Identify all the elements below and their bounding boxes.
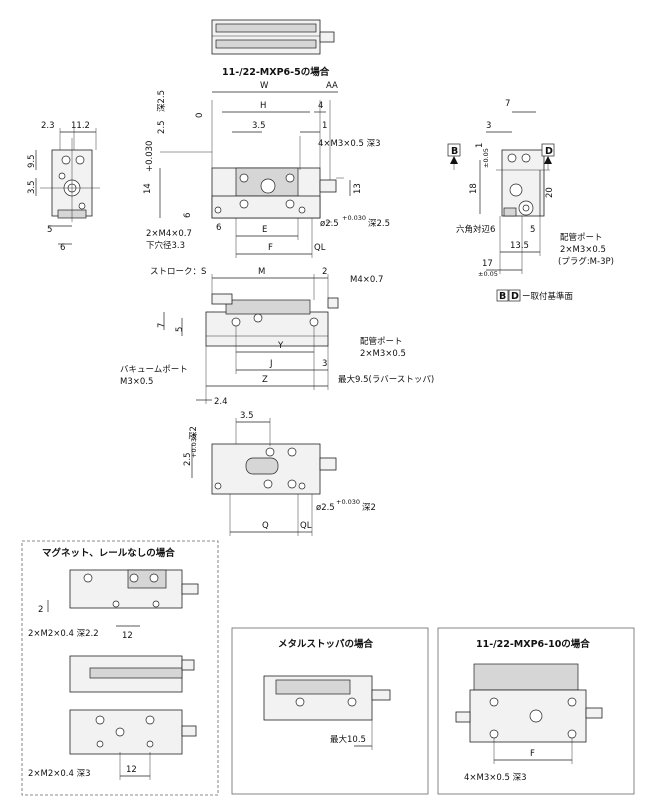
vacuum-port: バキュームポート [120,365,188,375]
main-front-view [159,91,351,258]
port-m3-right: 2×M3×0.5 [560,245,606,255]
dim-6b: 6 [216,223,221,233]
dim-3-5-bottom: 3.5 [240,411,254,421]
pin-hole-bottom: ø2.5 [316,503,335,513]
pin-hole-deep: 深2.5 [368,219,390,229]
dim-5-right: 5 [530,225,535,235]
legend-D: D [511,291,519,302]
port-m3-mid: 2×M3×0.5 [360,349,406,359]
legend-text: ー取付基準面 [522,291,574,302]
dim-1-tol: 1 [475,143,485,148]
dim-QL: QL [314,243,326,253]
dim-17-tol: ±0.05 [478,270,498,278]
right-end-view [447,111,555,274]
hex-6: 六角対辺6 [456,224,495,235]
heading-magnet-no-rail: マグネット、レールなしの場合 [42,547,175,559]
magnet-views [47,569,199,780]
dim-F-mxp6-10: F [530,749,535,759]
dim-12-a: 12 [122,631,133,641]
dim-13: 13 [353,183,363,194]
dim-2-magnet: 2 [38,605,43,615]
dim-7: 7 [505,99,510,109]
max-9-5-rubber-stopper: 最大9.5(ラバーストッパ) [338,374,434,385]
port-plug: (プラグ:M-3P) [558,256,614,267]
datum-D: D [545,146,553,157]
stroke-label: ストローク：S [150,267,206,277]
box-magnet-no-rail [21,540,219,796]
metal-stopper-view [263,675,391,750]
tap-M4: M4×0.7 [350,275,383,285]
dim-3-mid: 3 [322,359,327,369]
heading-mxp6-10: 11-/22-MXP6-10の場合 [476,638,590,650]
dim-2-3: 2.3 [41,121,55,131]
vacuum-port-m3: M3×0.5 [120,377,153,387]
dim-tol-upper: +0.030 [145,141,155,172]
dim-4: 4 [318,101,323,111]
tap-4xM3: 4×M3×0.5 深3 [318,139,381,149]
dim-deep-2-bottom: 深2 [189,426,199,440]
dim-5: 5 [47,225,52,235]
dim-12-b: 12 [126,765,137,775]
pin-hole: ø2.5 [320,219,339,229]
dim-H: H [260,101,266,111]
dim-18: 18 [469,183,479,194]
heading-mxp6-5: 11-/22-MXP6-5の場合 [222,66,330,78]
legend-B: B [499,291,506,302]
dim-3: 3 [486,121,491,131]
dim-2-5-bottom: 2.5 [183,452,193,466]
dim-14: 14 [143,183,153,194]
dim-E: E [262,225,267,235]
dim-2-mid: 2 [322,267,327,277]
bottom-view [191,418,337,536]
port-label-right: 配管ポート [560,232,603,243]
dim-9-5: 9.5 [27,154,37,168]
pin-hole-bottom-deep: 深2 [362,503,376,513]
tap-2xM2-deep3: 2×M2×0.4 深3 [28,769,91,779]
dim-1-tol-value: ±0.05 [482,148,490,168]
tap-4xM3-mxp6-10: 4×M3×0.5 深3 [464,773,527,783]
dim-AA: AA [326,81,338,91]
middle-side-view [163,274,339,404]
dim-J: J [269,359,273,369]
max-10-5: 最大10.5 [330,734,366,745]
tap-2xM4: 2×M4×0.7 [146,229,192,239]
dim-2-4: 2.4 [214,397,228,407]
pin-hole-tol: +0.030 [342,214,366,222]
dim-Y: Y [277,341,284,351]
tap-2xM2-deep2-2: 2×M2×0.4 深2.2 [28,629,99,639]
dim-1: 1 [322,121,327,131]
datum-B: B [451,146,458,157]
dim-6a: 6 [183,213,193,218]
box-metal-stopper [231,627,429,795]
dim-Z: Z [262,375,268,385]
pin-hole-bottom-tol: +0.030 [336,498,360,506]
box-mxp6-10 [437,627,635,795]
dim-7-mid: 7 [157,323,167,328]
dim-W: W [260,81,269,91]
heading-metal-stopper: メタルストッパの場合 [278,638,374,650]
mxp6-10-view [455,663,603,764]
dim-3-5-top: 3.5 [252,121,266,131]
dim-13-5: 13.5 [510,241,529,251]
dim-17: 17 [482,259,493,269]
dim-11-2: 11.2 [71,121,90,131]
tap-pilot-hole: 下穴径3.3 [146,240,185,251]
dim-deep-2-5: 深2.5 [157,90,167,112]
dim-tol-bottom: +0.030 [190,434,198,458]
dim-QL-bottom: QL [300,521,312,531]
dim-Q: Q [262,521,269,531]
dim-M: M [258,267,265,277]
dim-6: 6 [60,243,65,253]
dim-tol-lower: 0 [195,113,205,118]
port-label-mid: 配管ポート [360,336,403,347]
dim-5-mid: 5 [175,327,185,332]
dim-F: F [268,243,273,253]
dim-3-5: 3.5 [27,180,37,194]
left-end-view [35,128,100,245]
mxp6-5-top-view [211,19,335,55]
dim-20: 20 [545,187,555,198]
dim-2-5-tol: 2.5 [157,120,167,134]
